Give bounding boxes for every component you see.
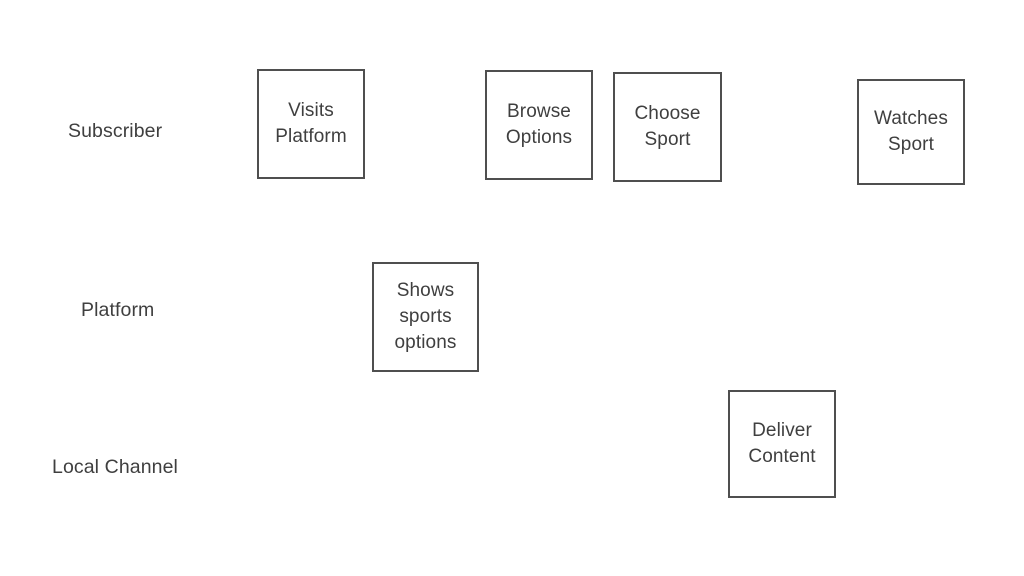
process-box-visits-platform[interactable]: Visits Platform [257,69,365,179]
process-box-shows-sports-options[interactable]: Shows sports options [372,262,479,372]
process-box-label-shows-sports-options: Shows sports options [394,280,457,353]
lane-label-local-channel: Local Channel [52,456,178,478]
process-box-label-visits-platform: Visits Platform [275,100,347,147]
process-box-label-choose-sport: Choose Sport [634,103,701,150]
process-box-label-watches-sport: Watches Sport [874,108,948,155]
process-box-choose-sport[interactable]: Choose Sport [613,72,722,182]
process-box-label-browse-options: Browse Options [505,101,573,148]
process-box-deliver-content[interactable]: Deliver Content [728,390,836,498]
process-box-label-deliver-content: Deliver Content [748,420,816,467]
process-box-browse-options[interactable]: Browse Options [485,70,593,180]
lane-label-platform: Platform [81,299,155,321]
process-box-watches-sport[interactable]: Watches Sport [857,79,965,185]
lane-label-subscriber: Subscriber [68,120,163,142]
